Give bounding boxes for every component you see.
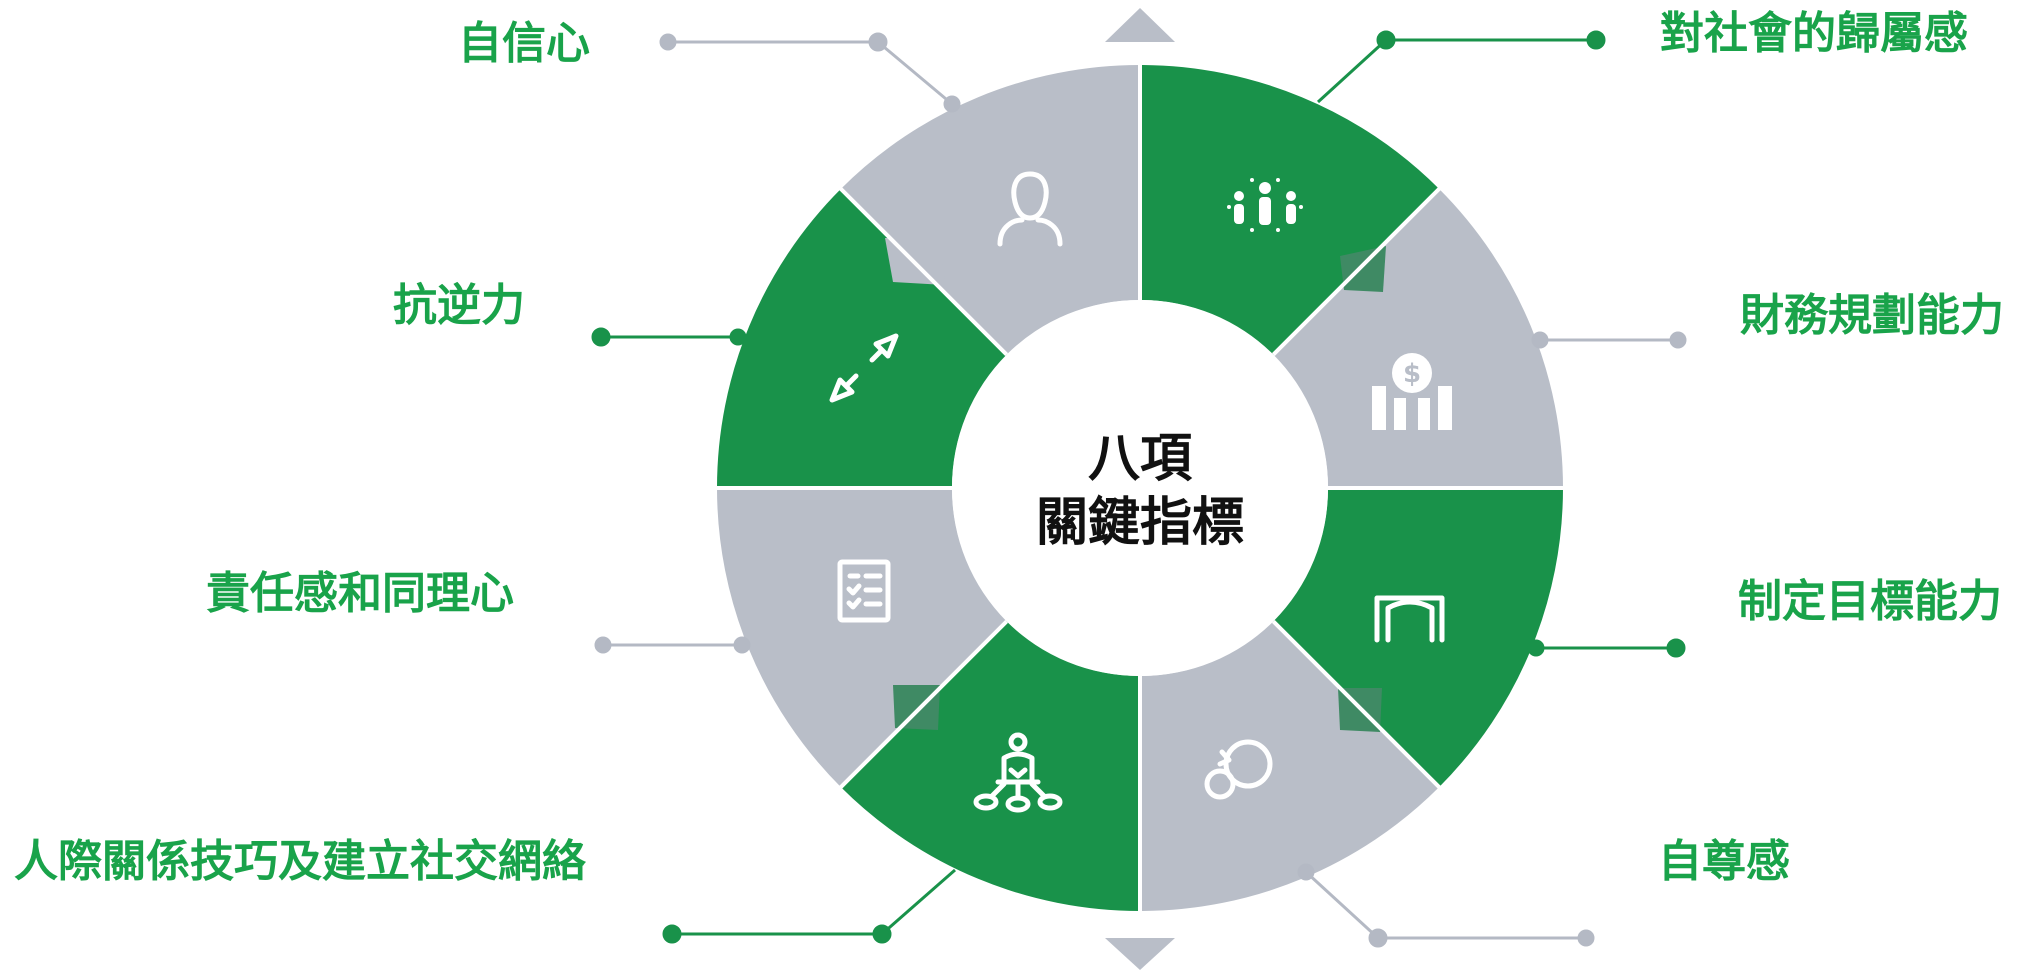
person-icon [997, 171, 1063, 247]
label-confidence: 自信心 [458, 18, 590, 69]
segment-interpersonal [840, 621, 1140, 911]
segment-goal [1273, 488, 1563, 788]
checklist-icon [837, 559, 891, 623]
connector-goal [1527, 638, 1686, 658]
arrows-icon [829, 333, 899, 403]
center-title-line2: 關鍵指標 [1036, 493, 1244, 553]
label-resilience: 抗逆力 [393, 280, 525, 331]
connectors [591, 30, 1687, 948]
connector-resilience [591, 327, 747, 347]
segment-resilience [717, 188, 1007, 488]
label-belonging: 對社會的歸屬感 [1660, 8, 1968, 59]
segment-responsibility [717, 488, 1007, 788]
goal-icon [1374, 595, 1445, 643]
segment-financial [1273, 188, 1563, 488]
bottom-triangle [1105, 938, 1175, 970]
label-responsibility: 責任感和同理心 [206, 568, 514, 619]
segment-tab [893, 685, 940, 730]
label-interpersonal: 人際關係技巧及建立社交網絡 [14, 836, 587, 887]
connector-financial [1531, 331, 1687, 349]
center-title-line1: 八項 [1088, 429, 1193, 489]
top-triangle [1105, 8, 1175, 42]
cycle-icon [1204, 739, 1273, 800]
label-financial: 財務規劃能力 [1740, 290, 2004, 341]
segment-self-esteem [1140, 621, 1440, 911]
wheel-segments [717, 65, 1563, 911]
segment-confidence [840, 65, 1140, 355]
people-group-icon [1227, 178, 1303, 232]
money-bars-icon: $ [1372, 353, 1452, 430]
segment-tab [1340, 246, 1386, 292]
connector-responsibility [594, 636, 751, 654]
connector-interpersonal [662, 868, 956, 944]
center-circle [952, 300, 1328, 676]
svg-text:$: $ [1403, 359, 1421, 389]
label-self-esteem: 自尊感 [1658, 836, 1790, 887]
connector-self-esteem [1297, 863, 1595, 948]
network-person-icon [973, 732, 1063, 813]
label-goal: 制定目標能力 [1738, 576, 2002, 627]
connector-confidence [659, 32, 961, 113]
segment-dividers [712, 60, 1568, 916]
connector-belonging [1316, 30, 1606, 104]
